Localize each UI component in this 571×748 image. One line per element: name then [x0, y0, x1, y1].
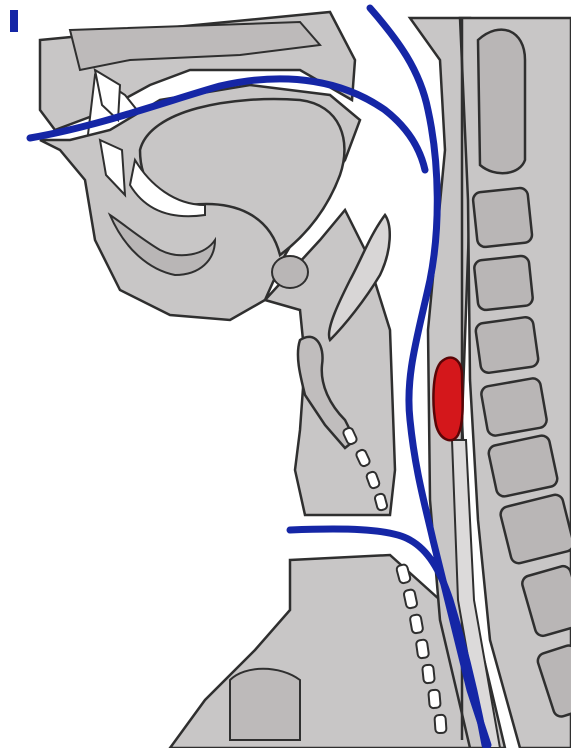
- lesion-mass: [433, 358, 462, 441]
- hyoid-bone: [272, 256, 308, 288]
- vertebra-c1: [478, 30, 525, 174]
- vertebra-c3: [474, 255, 534, 310]
- vertebra-c6: [487, 434, 558, 498]
- vertebra-c4: [475, 316, 539, 374]
- top-left-marker: [10, 10, 18, 32]
- vertebra-c2: [472, 187, 532, 247]
- vertebra-c5: [480, 377, 548, 437]
- thyroid-gland: [230, 669, 300, 740]
